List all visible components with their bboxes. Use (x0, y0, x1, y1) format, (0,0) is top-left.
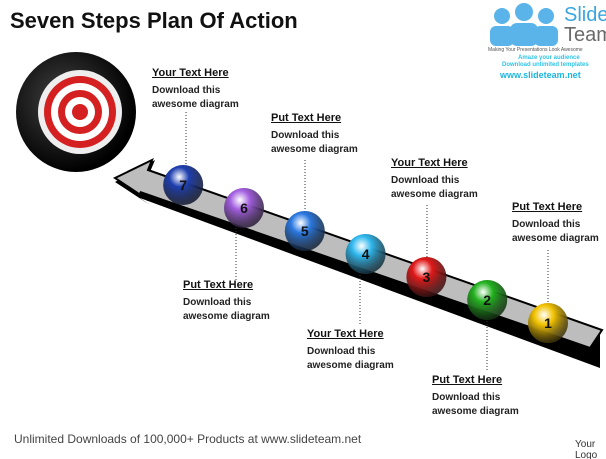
logo-promo-1: Amaze your audience (518, 55, 580, 61)
people-icon (490, 3, 558, 46)
step-3-ball: 3 (406, 257, 447, 297)
step-number: 3 (423, 269, 431, 285)
step-number: 5 (301, 223, 309, 239)
step-desc: awesome diagram (391, 189, 478, 200)
step-7-ball: 7 (163, 165, 204, 205)
step-number: 6 (240, 200, 248, 216)
step-desc: Download this (271, 130, 340, 141)
logo-text-team: Team (564, 24, 606, 46)
page-title: Seven Steps Plan Of Action (10, 8, 298, 33)
step-heading: Put Text Here (512, 201, 583, 213)
step-desc: awesome diagram (271, 144, 358, 155)
target-icon (16, 52, 136, 172)
step-desc: Download this (391, 175, 460, 186)
step-number: 7 (179, 177, 187, 193)
step-heading: Put Text Here (432, 374, 503, 386)
leader-lines (185, 112, 549, 372)
logo-text-slide: Slide (564, 4, 606, 26)
logo-url: www.slideteam.net (500, 70, 581, 80)
step-desc: Download this (307, 346, 376, 357)
step-desc: Download this (183, 297, 252, 308)
step-heading: Put Text Here (271, 112, 342, 124)
step-number: 2 (483, 292, 491, 308)
step-number: 4 (362, 246, 370, 262)
step-desc: awesome diagram (183, 311, 270, 322)
footer-text: Unlimited Downloads of 100,000+ Products… (14, 432, 362, 446)
your-logo: Your Logo (575, 439, 598, 459)
step-2-ball: 2 (467, 280, 508, 320)
step-heading: Your Text Here (391, 157, 468, 169)
step-desc: Download this (152, 85, 221, 96)
step-number: 1 (544, 315, 552, 331)
step-heading: Your Text Here (152, 67, 229, 79)
step-desc: awesome diagram (512, 233, 599, 244)
slideteam-logo: Slide Team Making Your Presentations Loo… (478, 2, 606, 84)
step-desc: Download this (432, 392, 501, 403)
logo-promo-2: Download unlimited templates (502, 62, 589, 68)
step-heading: Your Text Here (307, 328, 384, 340)
step-6-ball: 6 (224, 188, 264, 228)
step-heading: Put Text Here (183, 279, 254, 291)
step-1-ball: 1 (528, 303, 568, 343)
step-4-ball: 4 (345, 234, 386, 274)
step-desc: awesome diagram (307, 360, 394, 371)
step-desc: Download this (512, 219, 581, 230)
step-5-ball: 5 (284, 211, 325, 251)
step-desc: awesome diagram (432, 406, 519, 417)
logo-tagline: Making Your Presentations Look Awesome (488, 47, 583, 53)
step-desc: awesome diagram (152, 99, 239, 110)
